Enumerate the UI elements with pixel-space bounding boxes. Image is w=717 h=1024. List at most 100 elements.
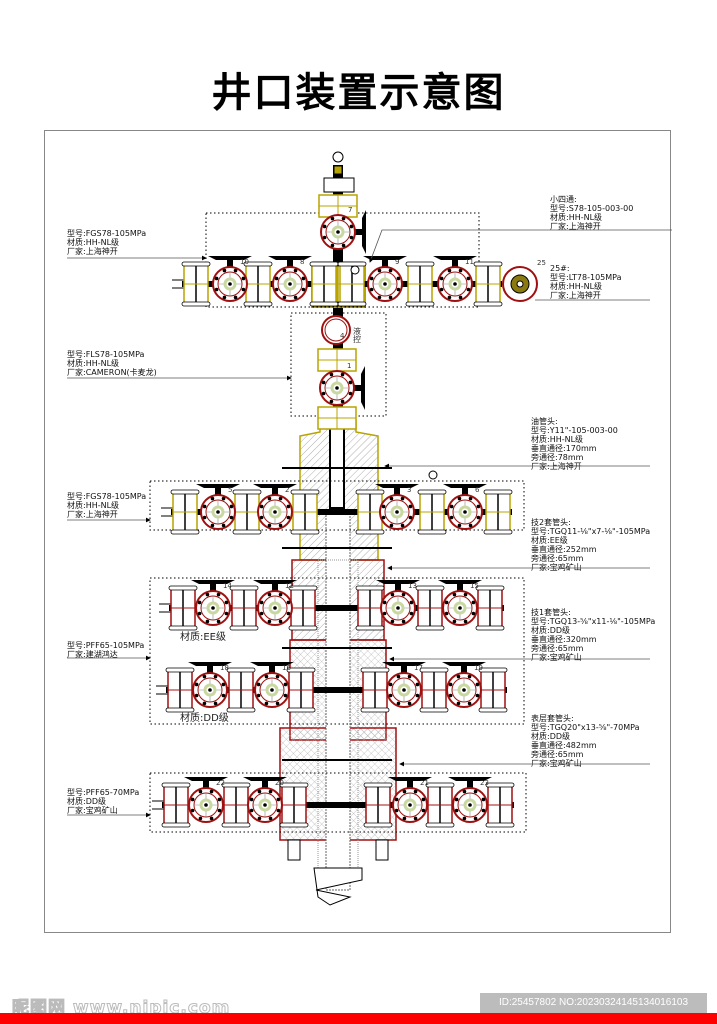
valve-number: 16 bbox=[282, 664, 291, 672]
gate-valve: 1 bbox=[319, 362, 365, 410]
valve-number: 19 bbox=[474, 664, 483, 672]
handwheel-icon bbox=[442, 662, 486, 666]
handwheel-icon bbox=[253, 484, 297, 488]
annotations: 材质:EE级材质:DD级型号:FGS78-105MPa材质:HH-NL级厂家:上… bbox=[67, 194, 672, 818]
annotation-line: 型号:Y11"-105-003-00 bbox=[531, 426, 618, 435]
gate-valve: 20 bbox=[243, 777, 287, 823]
flange bbox=[478, 667, 508, 713]
valve-number: 12 bbox=[285, 582, 294, 590]
annotation-line: 型号:TGQ20"x13-⅝"-70MPa bbox=[531, 723, 640, 732]
flange bbox=[168, 585, 198, 631]
gate-valve: 17 bbox=[382, 662, 426, 708]
handwheel-icon bbox=[438, 580, 482, 584]
flange bbox=[419, 667, 449, 713]
flange bbox=[181, 261, 211, 307]
flange bbox=[232, 489, 262, 535]
dotted-group-box bbox=[149, 772, 527, 833]
annotation-line: 型号:PFF65-70MPa bbox=[67, 788, 139, 797]
flange bbox=[483, 489, 513, 535]
flange bbox=[309, 261, 339, 307]
flange bbox=[170, 489, 200, 535]
annotation-line: 材质:HH-NL级 bbox=[550, 281, 602, 291]
handwheel-icon bbox=[388, 777, 432, 781]
gate-valve: 3 bbox=[375, 484, 419, 530]
handwheel-icon bbox=[376, 580, 420, 584]
annotation-line: 表层套管头: bbox=[531, 713, 574, 723]
annotation-line: 厂家:上海神开 bbox=[550, 290, 601, 300]
annotation-line: 材质:HH-NL级 bbox=[531, 434, 583, 444]
annotation-line: 材质:HH-NL级 bbox=[67, 500, 119, 510]
annotation-line: 旁通径:78mm bbox=[531, 452, 584, 462]
drawing-frame bbox=[44, 130, 671, 933]
annotation-line: 型号:FGS78-105MPa bbox=[67, 229, 146, 238]
annotation-line: 技1套管头: bbox=[531, 607, 571, 617]
flange bbox=[473, 261, 503, 307]
handwheel-icon bbox=[191, 580, 235, 584]
flange bbox=[415, 585, 445, 631]
gate-valve: 9 bbox=[363, 256, 407, 302]
valve-number: 21 bbox=[420, 779, 429, 787]
valve-number: 18 bbox=[220, 664, 229, 672]
valve-number: 17 bbox=[414, 664, 423, 672]
annotation-line: 材质:EE级 bbox=[531, 535, 568, 545]
annotation-line: 型号:PFF65-105MPa bbox=[67, 641, 144, 650]
valve-number: 22 bbox=[216, 779, 225, 787]
page-title: 井口装置示意图 bbox=[211, 70, 506, 116]
flange bbox=[425, 782, 455, 828]
annotation-line: 材质:DD级 bbox=[531, 731, 570, 741]
flange bbox=[279, 782, 309, 828]
handwheel-icon bbox=[196, 484, 240, 488]
annotation-line: 小四通: bbox=[550, 194, 577, 204]
pressure-gauge-icon bbox=[428, 470, 438, 480]
flange bbox=[485, 782, 515, 828]
gate-valve: 22 bbox=[184, 777, 228, 823]
gate-valve: 8 bbox=[268, 256, 312, 302]
flange bbox=[337, 261, 367, 307]
handwheel-icon bbox=[208, 256, 252, 260]
valve-number: 7 bbox=[348, 206, 352, 214]
pressure-gauge-icon bbox=[350, 265, 360, 275]
annotation-line: 厂家:上海神开 bbox=[67, 509, 118, 519]
annotation-line: 垂直通径:252mm bbox=[531, 544, 597, 554]
handwheel-icon bbox=[433, 256, 477, 260]
valve-number: 23 bbox=[480, 779, 489, 787]
gate-valve: 14 bbox=[191, 580, 235, 626]
dotted-group-box bbox=[149, 480, 525, 531]
tree-cap bbox=[323, 177, 355, 193]
flange bbox=[355, 489, 385, 535]
annotation-line: 厂家:宝鸡矿山 bbox=[531, 562, 582, 572]
handwheel-icon bbox=[375, 484, 419, 488]
gate-valve: 12 bbox=[253, 580, 297, 626]
gate-valve: 18 bbox=[188, 662, 232, 708]
flange bbox=[475, 585, 505, 631]
valve-number: 11 bbox=[465, 258, 474, 266]
handwheel-icon bbox=[250, 662, 294, 666]
flange bbox=[229, 585, 259, 631]
flange bbox=[355, 585, 385, 631]
valve-number: 9 bbox=[395, 258, 399, 266]
valve-number: 20 bbox=[275, 779, 284, 787]
handwheel-icon bbox=[243, 777, 287, 781]
annotation-line: 技2套管头: bbox=[531, 517, 571, 527]
leader-arrow bbox=[369, 229, 672, 263]
annotation-line: 垂直通径:320mm bbox=[531, 634, 597, 644]
annotation-line: 材质:HH-NL级 bbox=[550, 212, 602, 222]
handwheel-icon bbox=[443, 484, 487, 488]
valve-number: 10 bbox=[240, 258, 249, 266]
annotation-line: 厂家:建湖鸿达 bbox=[67, 649, 118, 659]
flange bbox=[317, 406, 357, 430]
gate-valve: 13 bbox=[376, 580, 420, 626]
annotation-line: 型号:TGQ11-⅛"x7-⅛"-105MPa bbox=[531, 527, 650, 536]
flange bbox=[290, 489, 320, 535]
gate-valve: 15 bbox=[438, 580, 482, 626]
annotation-line: 旁通径:65mm bbox=[531, 553, 584, 563]
annotation-line: 旁通径:65mm bbox=[531, 749, 584, 759]
annotation-line: 型号:FLS78-105MPa bbox=[67, 350, 145, 359]
flange bbox=[243, 261, 273, 307]
flange bbox=[363, 782, 393, 828]
material-label-ee: 材质:EE级 bbox=[180, 630, 226, 643]
footer-bar bbox=[0, 1013, 717, 1024]
annotation-line: 材质:HH-NL级 bbox=[67, 358, 119, 368]
